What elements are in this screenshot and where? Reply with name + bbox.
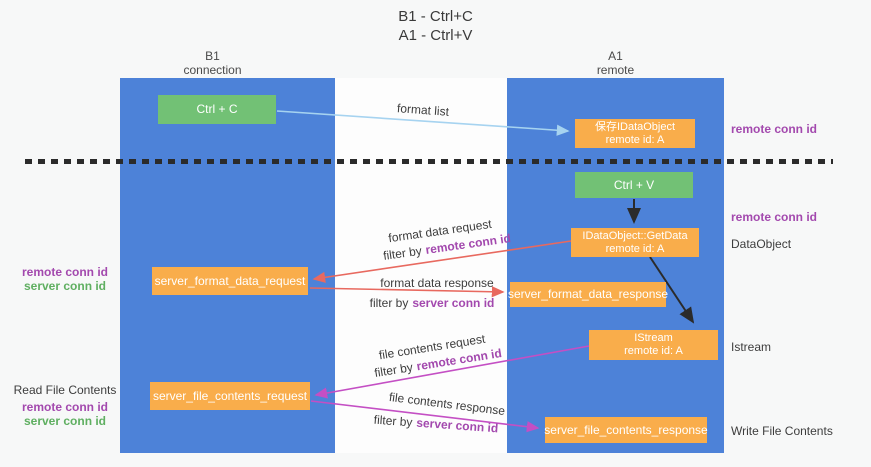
- ctrl-v-label: Ctrl + V: [613, 177, 655, 192]
- format-response-label: server_format_data_response: [507, 287, 669, 301]
- format-data-response-label: format data response: [380, 276, 494, 290]
- lane-header-b1: B1 connection: [105, 49, 320, 77]
- remote-conn-id-annotation-mid: remote conn id: [731, 210, 818, 224]
- ctrl-v-node: Ctrl + V: [575, 172, 693, 198]
- server-conn-id-text: server conn id: [412, 296, 495, 310]
- getdata-line1: IDataObject::GetData: [582, 229, 688, 242]
- file-request-label: server_file_contents_request: [152, 388, 308, 403]
- left-conn-id-annotation-mid: remote conn id server conn id: [13, 265, 117, 293]
- remote-conn-id-annotation-top: remote conn id: [731, 122, 818, 136]
- dataobject-annotation: DataObject: [731, 237, 792, 251]
- format-request-node: server_format_data_request: [152, 267, 308, 295]
- title-line-1: B1 - Ctrl+C: [398, 8, 473, 25]
- ctrl-c-node: Ctrl + C: [158, 95, 276, 124]
- lane-b1-name: B1: [205, 49, 220, 63]
- lane-header-a1: A1 remote: [508, 49, 723, 77]
- istream-line2: remote id: A: [624, 345, 683, 357]
- istream-node: IStream remote id: A: [589, 330, 718, 360]
- lane-a1-subtitle: remote: [596, 63, 635, 77]
- ctrl-c-label: Ctrl + C: [196, 102, 238, 116]
- read-file-contents-annotation: Read File Contents: [13, 383, 117, 397]
- istream-line1: IStream: [634, 332, 673, 344]
- remote-conn-id-text: remote conn id: [21, 265, 108, 279]
- file-response-node: server_file_contents_response: [544, 417, 708, 443]
- title-line-2: A1 - Ctrl+V: [398, 27, 473, 44]
- save-dataobject-line1: 保存IDataObject: [594, 120, 676, 133]
- left-conn-id-annotation-bottom: Read File Contents remote conn id server…: [8, 383, 122, 428]
- lane-a1-name: A1: [608, 49, 623, 63]
- file-response-label: server_file_contents_response: [544, 422, 708, 437]
- filter-by-text: filter by: [369, 296, 409, 310]
- server-conn-id-text: server conn id: [23, 414, 107, 428]
- save-dataobject-line2: remote id: A: [605, 133, 665, 146]
- getdata-node: IDataObject::GetData remote id: A: [571, 228, 699, 257]
- getdata-line2: remote id: A: [605, 242, 665, 255]
- istream-annotation: Istream: [731, 340, 772, 354]
- lane-b1-subtitle: connection: [183, 63, 242, 77]
- filter-by-text: filter by: [373, 412, 413, 430]
- write-file-contents-annotation: Write File Contents: [731, 424, 833, 438]
- format-request-label: server_format_data_request: [154, 273, 306, 288]
- format-response-node: server_format_data_response: [507, 282, 669, 307]
- file-request-node: server_file_contents_request: [150, 382, 310, 410]
- dashed-separator: [25, 159, 833, 164]
- diagram-title: B1 - Ctrl+C A1 - Ctrl+V: [0, 7, 871, 45]
- server-conn-id-text: server conn id: [23, 279, 107, 293]
- save-dataobject-node: 保存IDataObject remote id: A: [575, 119, 695, 148]
- remote-conn-id-text: remote conn id: [21, 400, 108, 414]
